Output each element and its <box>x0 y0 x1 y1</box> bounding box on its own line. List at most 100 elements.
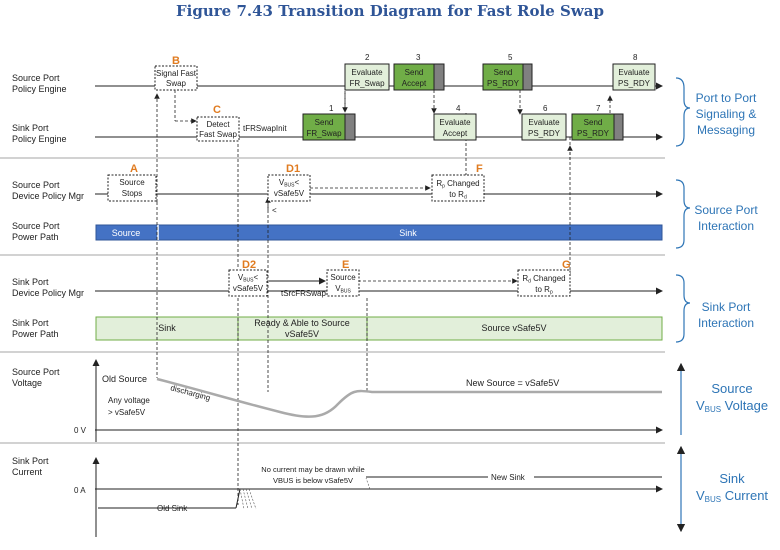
svg-text:FR_Swap: FR_Swap <box>349 79 385 88</box>
zero-volt-label: 0 V <box>74 426 87 435</box>
box-evaluate-fr-swap: Evaluate FR_Swap <box>344 63 390 91</box>
step-3: 3 <box>416 53 421 62</box>
svg-text:Source: Source <box>119 178 145 187</box>
svg-text:Signal Fast: Signal Fast <box>156 69 197 78</box>
lane-source-pp-2: Power Path <box>12 232 59 242</box>
marker-g: G <box>562 259 571 271</box>
sink-power-path: Sink Ready & Able to Source vSafe5V Sour… <box>95 316 663 341</box>
box-send-ps-rdy-source: Send PS_RDY <box>482 63 533 91</box>
marker-c: C <box>213 104 221 116</box>
lane-source-voltage-2: Voltage <box>12 378 42 388</box>
source-pp-sink-label: Sink <box>399 228 417 238</box>
svg-text:VBUS<: VBUS< <box>279 178 300 189</box>
svg-text:Source: Source <box>330 273 356 282</box>
timer-tfrswapinit: tFRSwapInit <box>243 124 287 133</box>
discharging-label: discharging <box>169 383 211 402</box>
side-brackets <box>675 77 691 533</box>
svg-text:vSafe5V: vSafe5V <box>274 189 305 198</box>
step-5: 5 <box>508 53 513 62</box>
box-rd-changed-to-rp: Rd Changed to Rp <box>517 269 571 297</box>
lane-sink-pe: Sink Port <box>12 123 49 133</box>
solid-arrows <box>269 121 333 285</box>
svg-text:VBUS: VBUS <box>335 284 351 295</box>
svg-text:Interaction: Interaction <box>698 219 754 233</box>
svg-text:Send: Send <box>315 118 334 127</box>
box-send-ps-rdy-sink: Send PS_RDY <box>571 113 624 141</box>
box-evaluate-ps-rdy-sink: Evaluate PS_RDY <box>521 113 567 141</box>
svg-text:VBUS Current: VBUS Current <box>696 488 768 504</box>
svg-text:VBUS Voltage: VBUS Voltage <box>696 398 768 414</box>
any-voltage-label-2: > vSafe5V <box>108 408 146 417</box>
box-detect-fast-swap: Detect Fast Swap <box>196 116 240 142</box>
lane-source-pe: Source Port <box>12 73 60 83</box>
lane-sink-dpm: Sink Port <box>12 277 49 287</box>
svg-text:Send: Send <box>405 68 424 77</box>
svg-text:Evaluate: Evaluate <box>618 68 650 77</box>
svg-text:Send: Send <box>494 68 513 77</box>
any-voltage-label: Any voltage <box>108 396 150 405</box>
lane-source-voltage: Source Port <box>12 367 60 377</box>
lane-sink-pp: Sink Port <box>12 318 49 328</box>
svg-text:Fast Swap: Fast Swap <box>199 130 237 139</box>
lane-sink-current-2: Current <box>12 467 43 477</box>
lane-source-dpm: Source Port <box>12 180 60 190</box>
svg-text:Send: Send <box>584 118 603 127</box>
lane-source-dpm-2: Device Policy Mgr <box>12 191 84 201</box>
lane-sink-pe-2: Policy Engine <box>12 134 67 144</box>
box-d2-vbus-below-vsafe5v: VBUS< vSafe5V <box>228 269 268 297</box>
side-label-sink-vbus: Sink <box>719 471 745 486</box>
lane-sink-dpm-2: Device Policy Mgr <box>12 288 84 298</box>
marker-d1: D1 <box>286 163 300 175</box>
svg-text:Rd Changed: Rd Changed <box>522 274 565 285</box>
lane-sink-current: Sink Port <box>12 456 49 466</box>
svg-text:to Rp: to Rp <box>535 285 553 296</box>
step-2: 2 <box>365 53 370 62</box>
sink-pp-ready-label: Ready & Able to Source <box>254 318 350 328</box>
side-label-source-vbus: Source <box>711 381 752 396</box>
lane-source-pp: Source Port <box>12 221 60 231</box>
box-source-stops: Source Stops <box>107 174 157 202</box>
old-sink-label: Old Sink <box>157 504 188 513</box>
svg-text:Stops: Stops <box>122 189 142 198</box>
step-7: 7 <box>596 104 601 113</box>
svg-text:Accept: Accept <box>402 79 427 88</box>
step-numbers: 1 2 3 4 5 6 7 8 <box>329 53 638 113</box>
svg-text:Evaluate: Evaluate <box>351 68 383 77</box>
marker-a: A <box>130 163 138 175</box>
side-label-signaling: Port to Port <box>696 91 757 105</box>
marker-f: F <box>476 163 483 175</box>
svg-text:Messaging: Messaging <box>697 123 755 137</box>
sink-current-waveform: Old Sink New Sink No current may be draw… <box>74 465 662 513</box>
source-voltage-waveform: Old Source discharging Any voltage > vSa… <box>74 374 662 435</box>
box-signal-fast-swap: Signal Fast Swap <box>154 65 198 91</box>
lane-sink-pp-2: Power Path <box>12 329 59 339</box>
svg-text:Accept: Accept <box>443 129 468 138</box>
timer-tsrcfrswap: tSrcFRSwap <box>281 289 326 298</box>
side-labels: Port to Port Signaling & Messaging Sourc… <box>694 91 768 504</box>
box-evaluate-accept: Evaluate Accept <box>433 113 477 141</box>
svg-text:Evaluate: Evaluate <box>528 118 560 127</box>
svg-text:Detect: Detect <box>206 120 230 129</box>
side-label-source-interaction: Source Port <box>694 203 758 217</box>
new-sink-label: New Sink <box>491 473 526 482</box>
marker-b: B <box>172 55 180 67</box>
step-1: 1 <box>329 104 334 113</box>
sink-pp-source-label: Source vSafe5V <box>481 323 546 333</box>
sink-pp-sink-label: Sink <box>158 323 176 333</box>
svg-text:Rp Changed: Rp Changed <box>436 179 479 190</box>
step-4: 4 <box>456 104 461 113</box>
no-current-note: No current may be drawn while <box>261 465 364 474</box>
svg-text:Signaling &: Signaling & <box>696 107 757 121</box>
side-label-sink-interaction: Sink Port <box>702 300 751 314</box>
svg-text:FR_Swap: FR_Swap <box>306 129 342 138</box>
svg-text:PS_RDY: PS_RDY <box>528 129 561 138</box>
svg-text:VBUS<: VBUS< <box>238 273 259 284</box>
source-pp-source-label: Source <box>112 228 141 238</box>
timelines <box>92 82 663 537</box>
svg-text:Interaction: Interaction <box>698 316 754 330</box>
marker-e: E <box>342 259 349 271</box>
no-current-note-2: VBUS is below vSafe5V <box>273 476 353 485</box>
box-rp-changed-to-rd: Rp Changed to Rd <box>431 174 485 202</box>
source-power-path: Source Sink <box>95 224 663 241</box>
marker-d2: D2 <box>242 259 256 271</box>
